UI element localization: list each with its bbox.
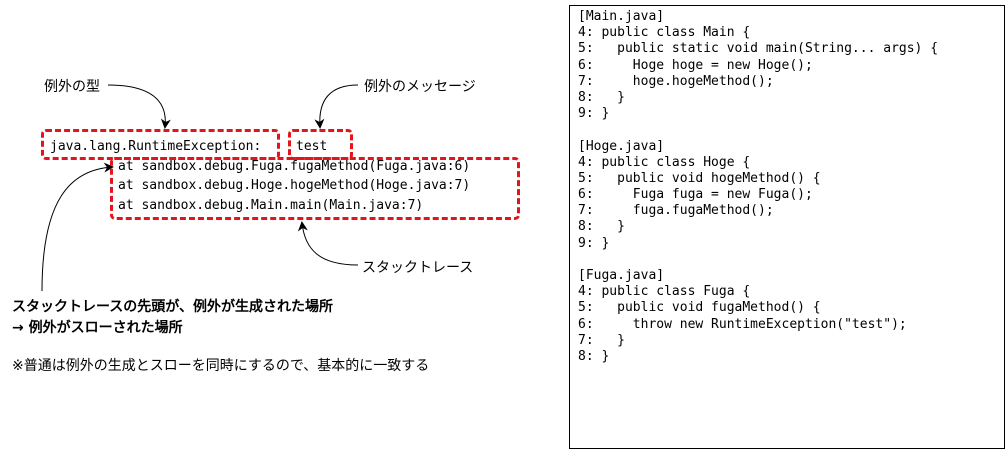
exception-message-arrow xyxy=(314,84,359,129)
code-line: 8: } xyxy=(578,219,625,235)
exception-type-label: 例外の型 xyxy=(44,79,100,95)
code-line: 9: } xyxy=(578,106,610,122)
stack-frame-2: at sandbox.debug.Hoge.hogeMethod(Hoge.ja… xyxy=(118,178,471,193)
code-line: [Fuga.java] xyxy=(578,268,665,283)
code-line: 4: public class Fuga { xyxy=(578,284,751,300)
code-line: 6: throw new RuntimeException("test"); xyxy=(578,316,907,332)
code-line: 7: hoge.hogeMethod(); xyxy=(578,73,774,89)
exception-type-arrow xyxy=(107,84,171,129)
exception-class-text: java.lang.RuntimeException: xyxy=(50,139,262,154)
exception-message-label: 例外のメッセージ xyxy=(364,79,476,95)
main-java-block: [Main.java] 4: public class Main { 5: pu… xyxy=(578,9,1004,122)
stack-trace-arrow xyxy=(297,221,359,266)
code-line: 4: public class Main { xyxy=(578,25,751,41)
hoge-java-block: [Hoge.java] 4: public class Hoge { 5: pu… xyxy=(578,139,1004,252)
code-line: 6: Hoge hoge = new Hoge(); xyxy=(578,57,813,73)
stack-trace-highlight xyxy=(110,157,520,220)
code-line: 7: fuga.fugaMethod(); xyxy=(578,203,774,219)
code-line: 4: public class Hoge { xyxy=(578,154,751,170)
code-line: 5: public void hogeMethod() { xyxy=(578,170,821,186)
code-line: 5: public static void main(String... arg… xyxy=(578,41,939,57)
code-line: 9: } xyxy=(578,235,610,251)
code-line: 6: Fuga fuga = new Fuga(); xyxy=(578,187,813,203)
exception-message-text: test xyxy=(296,139,328,154)
code-line: 8: } xyxy=(578,89,625,105)
code-line: 5: public void fugaMethod() { xyxy=(578,300,821,316)
stack-frame-1: at sandbox.debug.Fuga.fugaMethod(Fuga.ja… xyxy=(118,159,471,174)
code-line: [Main.java] xyxy=(578,9,665,24)
source-code-panel: [Main.java] 4: public class Main { 5: pu… xyxy=(569,5,1005,449)
code-line: [Hoge.java] xyxy=(578,138,665,154)
stack-trace-label: スタックトレース xyxy=(362,260,474,276)
footnote: ※普通は例外の生成とスローを同時にするので、基本的に一致する xyxy=(12,358,430,374)
stack-frame-3: at sandbox.debug.Main.main(Main.java:7) xyxy=(118,198,424,213)
note-line-1: スタックトレースの先頭が、例外が生成された場所 xyxy=(12,299,334,315)
code-line: 8: } xyxy=(578,348,610,364)
fuga-java-block: [Fuga.java] 4: public class Fuga { 5: pu… xyxy=(578,268,1004,365)
trace-head-arrow xyxy=(41,162,114,292)
code-line: 7: } xyxy=(578,332,625,348)
note-line-2: → 例外がスローされた場所 xyxy=(12,320,183,336)
